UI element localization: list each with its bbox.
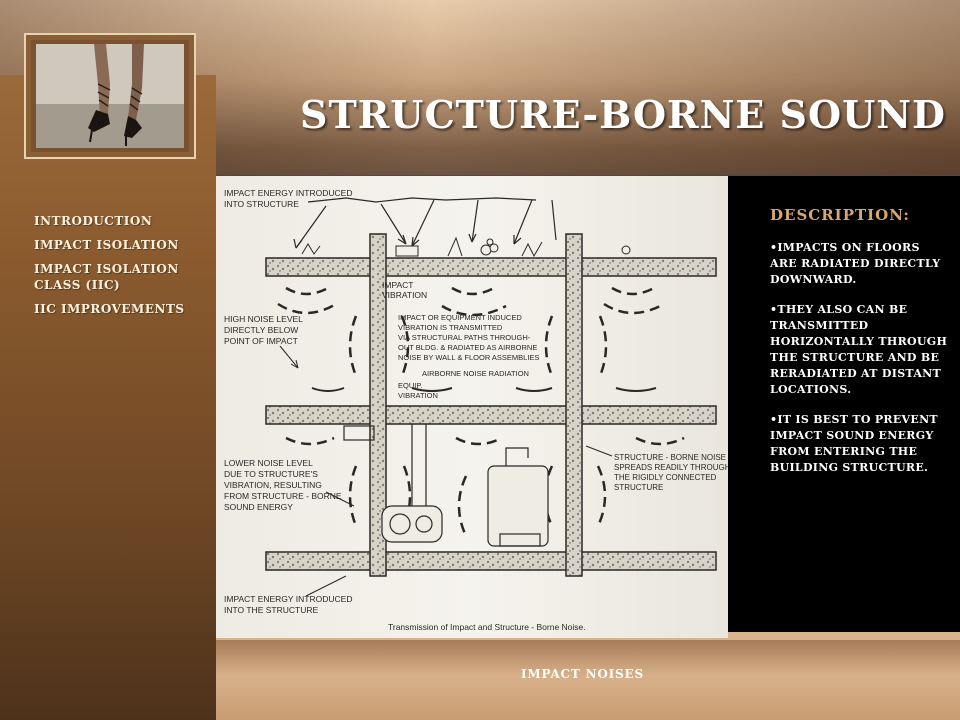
- svg-text:OUT BLDG. & RADIATED AS AIRBOR: OUT BLDG. & RADIATED AS AIRBORNE: [398, 343, 537, 352]
- svg-text:DUE TO STRUCTURE'S: DUE TO STRUCTURE'S: [224, 469, 318, 479]
- label-lower-noise: LOWER NOISE LEVEL: [224, 458, 313, 468]
- svg-text:VIBRATION IS TRANSMITTED: VIBRATION IS TRANSMITTED: [398, 323, 503, 332]
- header-photo-frame: [24, 33, 196, 159]
- svg-text:POINT OF IMPACT: POINT OF IMPACT: [224, 336, 298, 346]
- label-airborne: AIRBORNE NOISE RADIATION: [422, 369, 529, 378]
- svg-text:SPREADS READILY THROUGHOUT: SPREADS READILY THROUGHOUT: [614, 463, 728, 472]
- bottom-floor-slab: [265, 551, 717, 571]
- description-heading: DESCRIPTION:: [770, 206, 910, 224]
- svg-text:DIRECTLY BELOW: DIRECTLY BELOW: [224, 325, 298, 335]
- svg-text:VIBRATION, RESULTING: VIBRATION, RESULTING: [224, 480, 322, 490]
- legs-in-heels-photo: [36, 44, 184, 148]
- description-item: •IMPACTS ON FLOORS ARE RADIATED DIRECTLY…: [770, 241, 941, 286]
- svg-text:INTO THE STRUCTURE: INTO THE STRUCTURE: [224, 605, 318, 615]
- left-column: [369, 233, 387, 577]
- svg-text:FROM STRUCTURE - BORNE: FROM STRUCTURE - BORNE: [224, 491, 342, 501]
- label-spread: STRUCTURE - BORNE NOISE: [614, 453, 726, 462]
- svg-text:STRUCTURE: STRUCTURE: [614, 483, 663, 492]
- sidebar-nav: INTRODUCTION IMPACT ISOLATION IMPACT ISO…: [34, 213, 206, 325]
- label-impact-top: IMPACT ENERGY INTRODUCED: [224, 188, 352, 198]
- nav-iic-improvements[interactable]: IIC IMPROVEMENTS: [34, 302, 185, 316]
- description-panel: DESCRIPTION: •IMPACTS ON FLOORS ARE RADI…: [728, 176, 960, 632]
- svg-text:NOISE BY WALL & FLOOR ASSEMBLI: NOISE BY WALL & FLOOR ASSEMBLIES: [398, 353, 539, 362]
- slide-title: STRUCTURE-BORNE SOUND: [300, 92, 946, 137]
- svg-text:SOUND ENERGY: SOUND ENERGY: [224, 502, 293, 512]
- structure-borne-sound-diagram: IMPACT ENERGY INTRODUCED INTO STRUCTURE …: [216, 176, 728, 638]
- label-impact-bottom: IMPACT ENERGY INTRODUCED: [224, 594, 352, 604]
- svg-text:VIBRATION: VIBRATION: [382, 290, 427, 300]
- pump-equipment: [381, 505, 443, 543]
- right-column: [565, 233, 583, 577]
- svg-text:VIBRATION: VIBRATION: [398, 391, 438, 400]
- label-structural-paths: IMPACT OR EQUIPMENT INDUCED: [398, 313, 522, 322]
- svg-text:EQUIP.: EQUIP.: [398, 381, 422, 390]
- svg-text:THE RIGIDLY CONNECTED: THE RIGIDLY CONNECTED: [614, 473, 717, 482]
- description-list: •IMPACTS ON FLOORS ARE RADIATED DIRECTLY…: [770, 240, 950, 490]
- label-high-noise: HIGH NOISE LEVEL: [224, 314, 303, 324]
- sidebar: [0, 75, 216, 720]
- nav-introduction[interactable]: INTRODUCTION: [34, 214, 153, 228]
- description-item: •THEY ALSO CAN BE TRANSMITTED HORIZONTAL…: [770, 303, 948, 396]
- top-floor-slab: [265, 257, 717, 277]
- svg-text:VIA STRUCTURAL PATHS THROUGH-: VIA STRUCTURAL PATHS THROUGH-: [398, 333, 531, 342]
- svg-text:INTO STRUCTURE: INTO STRUCTURE: [224, 199, 299, 209]
- nav-impact-isolation-class[interactable]: IMPACT ISOLATION CLASS (IIC): [34, 262, 179, 292]
- description-item: •IT IS BEST TO PREVENT IMPACT SOUND ENER…: [770, 413, 938, 474]
- slide-footer: IMPACT NOISES: [521, 667, 644, 681]
- svg-text:IMPACT: IMPACT: [382, 280, 413, 290]
- nav-impact-isolation[interactable]: IMPACT ISOLATION: [34, 238, 179, 252]
- middle-floor-slab: [265, 405, 717, 425]
- diagram-caption: Transmission of Impact and Structure - B…: [388, 622, 586, 632]
